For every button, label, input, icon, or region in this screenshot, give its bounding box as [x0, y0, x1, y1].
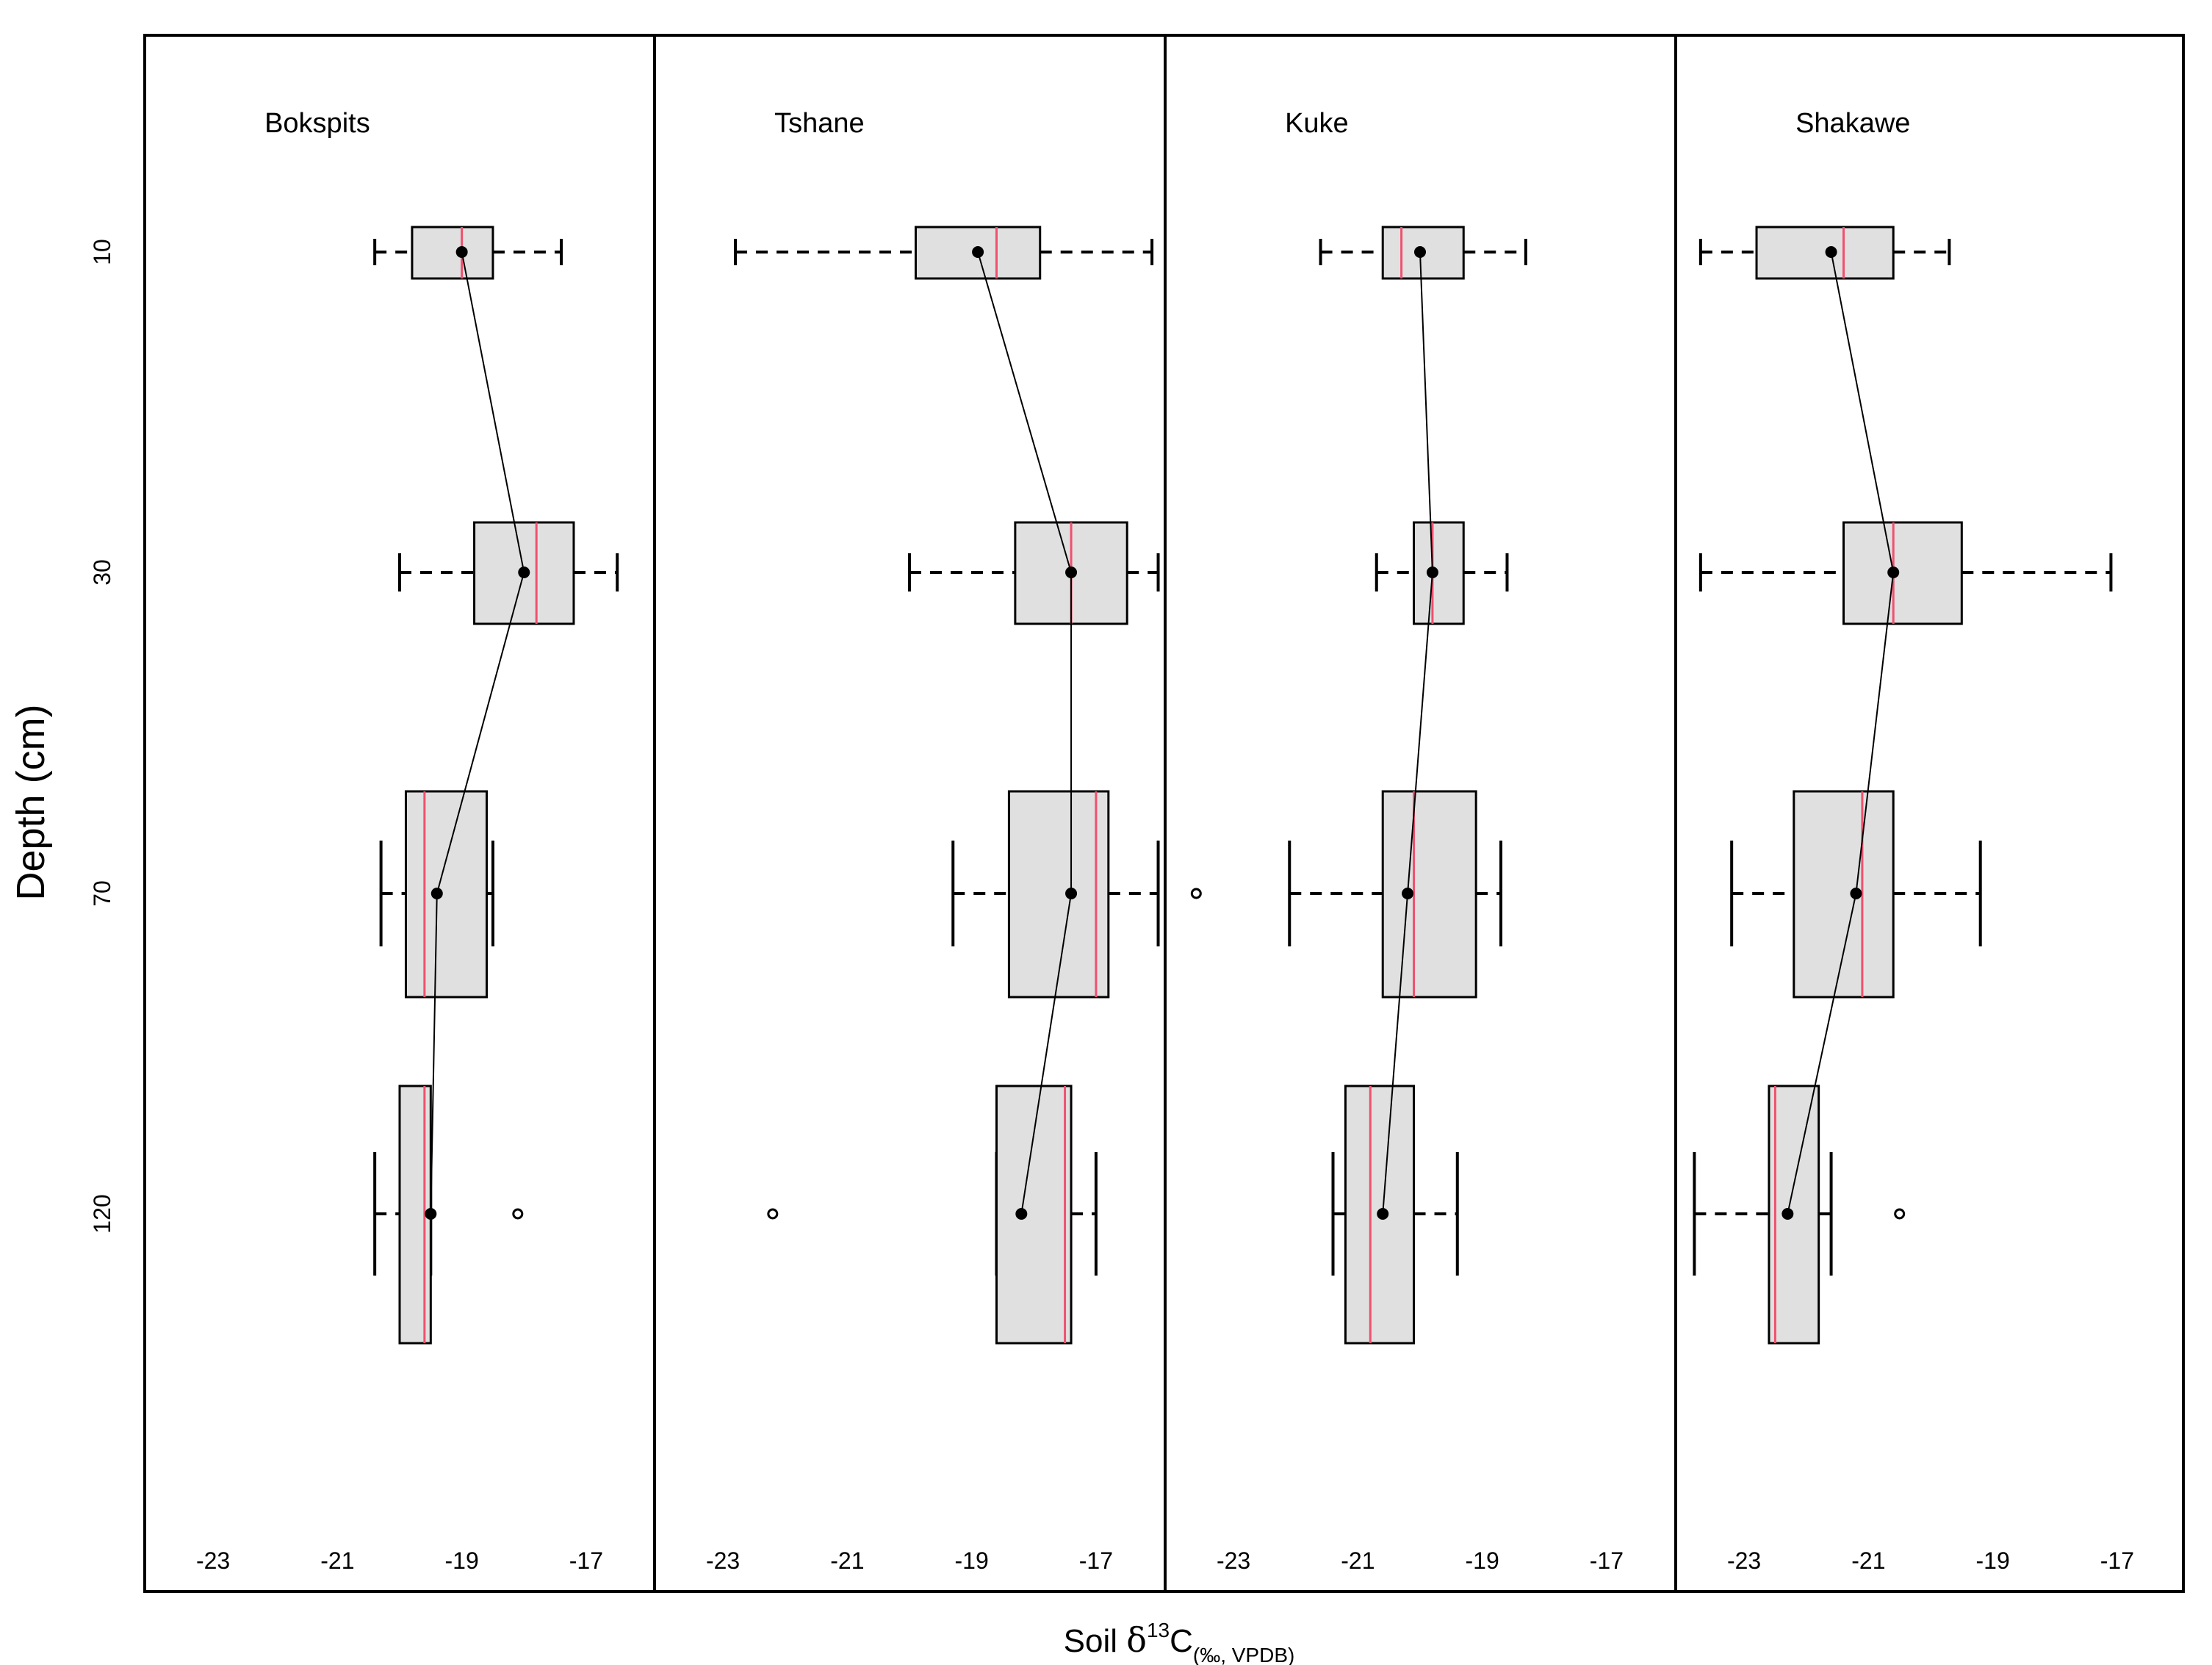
- box-kuke-70: [1190, 790, 1503, 999]
- y-tick-label: 10: [89, 239, 115, 265]
- box-kuke-30: [1375, 521, 1509, 625]
- outlier-point: [1190, 888, 1202, 899]
- median-point: [430, 888, 443, 899]
- panel-title: Tshane: [774, 108, 865, 139]
- x-tick-label: -23: [1217, 1547, 1250, 1574]
- median-point: [1850, 888, 1862, 899]
- box-iqr: [995, 1085, 1073, 1345]
- x-tick-label: -19: [445, 1547, 479, 1574]
- panel-tshane: Tshane -23 -21 -19 -17: [653, 35, 1160, 1592]
- x-tick-label: -17: [569, 1547, 603, 1574]
- y-tick-label: 30: [89, 559, 115, 586]
- x-tick-label: -23: [706, 1547, 740, 1574]
- box-shakawe-70: [1730, 790, 1982, 999]
- x-tick-label: -17: [2100, 1547, 2134, 1574]
- x-axis-label-element: C: [1170, 1623, 1193, 1659]
- median-point: [1015, 1208, 1028, 1220]
- x-axis-label-prefix: Soil: [1064, 1623, 1127, 1659]
- median-point: [972, 246, 984, 258]
- box-iqr: [1413, 521, 1465, 625]
- box-bokspits-70: [379, 790, 494, 999]
- panel-title: Shakawe: [1795, 108, 1910, 139]
- box-iqr: [411, 226, 494, 280]
- median-point: [455, 246, 468, 258]
- x-tick-label: -21: [830, 1547, 864, 1574]
- median-point: [1402, 888, 1414, 899]
- box-bokspits-10: [373, 226, 563, 280]
- plot-frame: [143, 34, 2185, 1593]
- x-tick-label: -19: [955, 1547, 989, 1574]
- box-iqr: [404, 790, 488, 999]
- panel-kuke: Kuke -23 -21 -19 -17: [1164, 35, 1624, 1592]
- median-point: [1377, 1208, 1389, 1220]
- y-tick-label: 120: [89, 1194, 115, 1233]
- y-axis: Depth (cm): [9, 704, 53, 900]
- median-trend-line: [1382, 251, 1433, 1215]
- outlier-point: [1894, 1208, 1906, 1220]
- box-shakawe-10: [1698, 226, 1951, 280]
- box-iqr: [1842, 521, 1963, 625]
- x-tick-label: -21: [1851, 1547, 1885, 1574]
- box-shakawe-120: [1693, 1085, 1906, 1345]
- panels: Bokspits-23-21-19-17Tshane-23-21-19-17Ku…: [196, 35, 2134, 1592]
- box-iqr: [1381, 790, 1477, 999]
- x-tick-label: -19: [1466, 1547, 1499, 1574]
- x-tick-label: -23: [1727, 1547, 1761, 1574]
- median-trend-line: [430, 251, 525, 1215]
- box-tshane-10: [734, 226, 1154, 280]
- box-shakawe-30: [1698, 521, 2113, 625]
- outlier-point: [767, 1208, 779, 1220]
- y-tick-labels: 10 30 70 120: [89, 239, 115, 1233]
- box-tshane-120: [767, 1085, 1098, 1345]
- median-trend-line: [977, 251, 1073, 1215]
- box-tshane-70: [951, 790, 1160, 999]
- box-iqr: [1007, 790, 1110, 999]
- box-kuke-120: [1331, 1085, 1459, 1345]
- x-axis-label-superscript: 13: [1147, 1619, 1170, 1641]
- median-trend-line: [1787, 251, 1895, 1215]
- box-iqr: [1768, 1085, 1820, 1345]
- x-tick-label: -19: [1976, 1547, 2010, 1574]
- median-point: [518, 567, 530, 578]
- box-iqr: [1755, 226, 1895, 280]
- x-axis-label-delta: δ: [1126, 1620, 1147, 1660]
- x-tick-label: -21: [320, 1547, 354, 1574]
- x-tick-label: -23: [196, 1547, 230, 1574]
- median-point: [1887, 567, 1900, 578]
- median-point: [1782, 1208, 1794, 1220]
- median-point: [425, 1208, 437, 1220]
- box-iqr: [1793, 790, 1895, 999]
- outlier-point: [512, 1208, 524, 1220]
- y-axis-label: Depth (cm): [9, 704, 53, 900]
- median-point: [1414, 246, 1426, 258]
- x-tick-label: -17: [1590, 1547, 1624, 1574]
- x-axis-label-subscript: (‰, VPDB): [1193, 1644, 1294, 1665]
- median-point: [1825, 246, 1837, 258]
- panel-bokspits: Bokspits -23 -21 -19 -17: [196, 108, 619, 1574]
- panel-shakawe: Shakawe -23 -21 -19 -17: [1674, 35, 2134, 1592]
- x-tick-label: -17: [1079, 1547, 1113, 1574]
- box-bokspits-120: [373, 1085, 524, 1345]
- panel-title: Bokspits: [264, 108, 370, 139]
- y-tick-label: 70: [89, 880, 115, 907]
- median-point: [1065, 567, 1078, 578]
- box-bokspits-30: [398, 521, 619, 625]
- median-point: [1426, 567, 1438, 578]
- panel-title: Kuke: [1285, 108, 1349, 139]
- box-tshane-30: [908, 521, 1160, 625]
- x-axis-label: Soil δ13C(‰, VPDB): [1064, 1619, 1295, 1665]
- x-tick-label: -21: [1341, 1547, 1375, 1574]
- median-point: [1065, 888, 1078, 899]
